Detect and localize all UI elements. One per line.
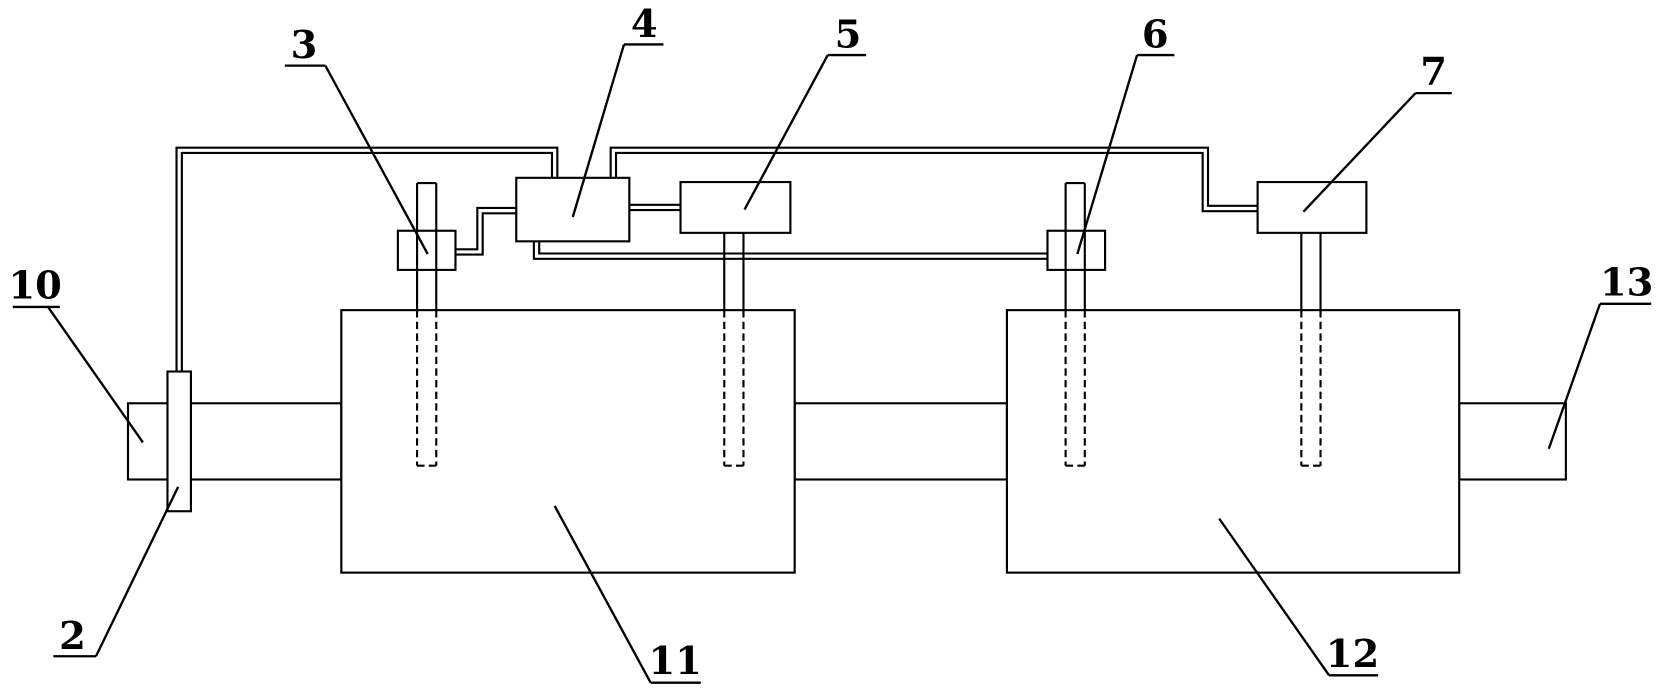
connecting-pipe <box>793 402 1008 481</box>
tank-12 <box>1005 309 1461 574</box>
leader-line <box>1076 54 1139 255</box>
connection-4-to-6 <box>532 241 1048 260</box>
dosing-box-5 <box>679 180 792 234</box>
callout-13: 13 <box>1547 260 1653 450</box>
callout-label-7: 7 <box>1420 50 1447 95</box>
callout-6: 6 <box>1076 13 1175 255</box>
callout-label-3: 3 <box>291 23 318 68</box>
component-2 <box>166 370 192 513</box>
callout-4: 4 <box>571 2 664 218</box>
leader-line <box>743 54 829 211</box>
leader-line <box>324 65 429 255</box>
callout-10: 10 <box>8 264 144 444</box>
leader-line <box>1218 517 1331 676</box>
dosing-box-7 <box>1256 180 1368 234</box>
connection-4-to-7 <box>609 146 1258 213</box>
callout-label-6: 6 <box>1142 13 1169 58</box>
inlet-pipe-10 <box>126 402 343 481</box>
leader-line <box>1302 92 1417 213</box>
callout-12: 12 <box>1218 517 1379 677</box>
callout-3: 3 <box>284 23 429 255</box>
callout-label-12: 12 <box>1326 632 1379 677</box>
leader-line <box>553 505 652 684</box>
callout-label-5: 5 <box>835 13 862 58</box>
sensor-box-3 <box>396 229 457 271</box>
callout-label-4: 4 <box>631 2 658 47</box>
callout-label-2: 2 <box>59 614 86 659</box>
outlet-pipe-13 <box>1458 402 1567 481</box>
connection-3-to-4 <box>455 206 517 256</box>
callout-11: 11 <box>553 505 702 684</box>
probe-rod-7 <box>1300 232 1322 467</box>
leader-line <box>571 44 626 218</box>
leader-line <box>47 306 144 444</box>
callout-2: 2 <box>53 486 180 659</box>
callout-7: 7 <box>1302 50 1452 213</box>
callout-label-13: 13 <box>1600 260 1653 305</box>
probe-rod-3 <box>416 182 438 467</box>
leader-line <box>94 486 180 657</box>
leader-line <box>1547 303 1602 450</box>
controller-box-4 <box>515 176 631 243</box>
callout-label-11: 11 <box>648 639 701 684</box>
callout-label-10: 10 <box>8 264 61 309</box>
probe-rod-5 <box>723 232 745 467</box>
connection-2-to-4 <box>175 146 559 372</box>
probe-rod-6 <box>1064 182 1086 467</box>
tank-11 <box>340 309 796 574</box>
sensor-box-6 <box>1046 229 1107 271</box>
callout-5: 5 <box>743 13 867 211</box>
